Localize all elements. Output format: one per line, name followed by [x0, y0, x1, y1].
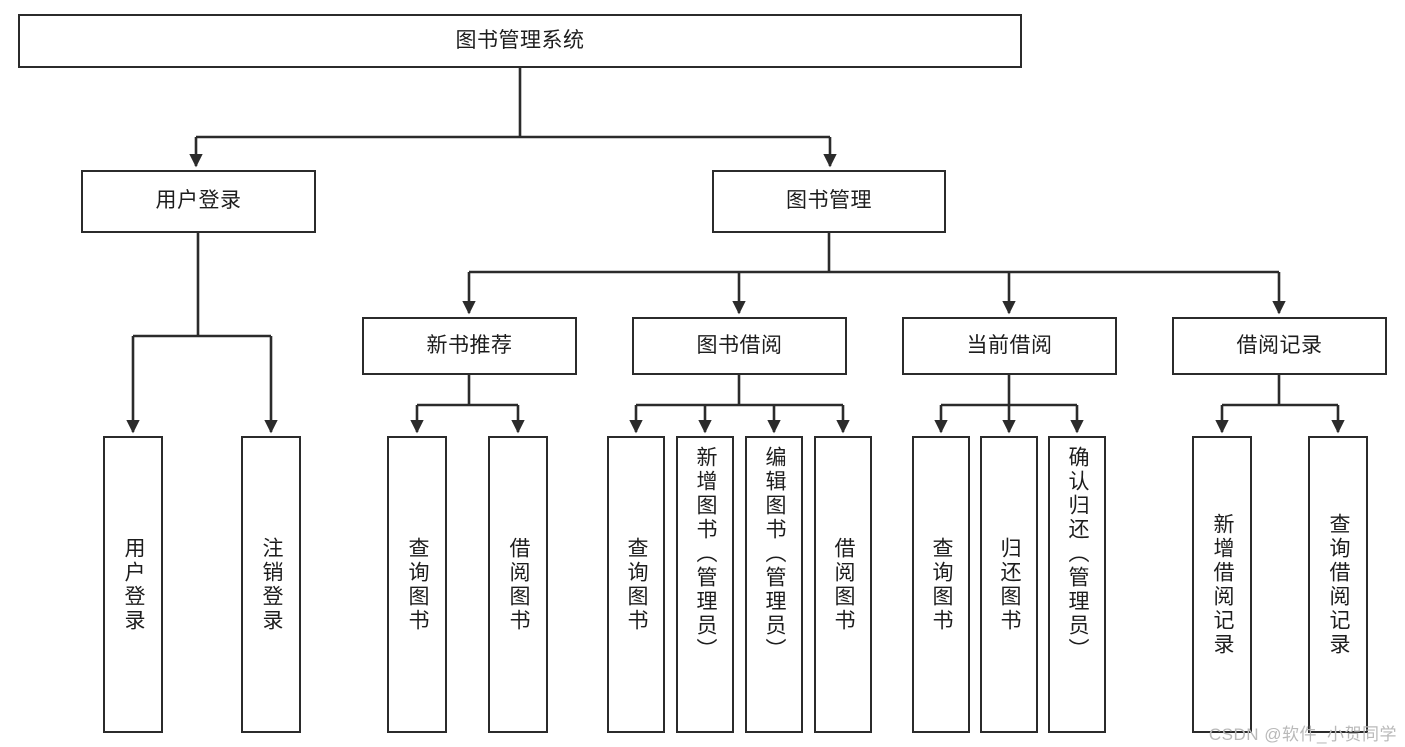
node-leaf-add-borrow-record-label: 新增借阅记录: [1211, 512, 1235, 657]
node-leaf-logout-login-label: 注销登录: [260, 536, 284, 633]
node-leaf-add-book-admin-label: 新增图书（管理员）: [694, 446, 718, 662]
node-user-login[interactable]: 用户登录: [81, 170, 316, 233]
node-leaf-query-book-1[interactable]: 查询图书: [387, 436, 447, 733]
node-leaf-query-book-1-label: 查询图书: [406, 536, 430, 633]
node-leaf-borrow-book-2-label: 借阅图书: [832, 536, 856, 633]
node-leaf-query-book-2[interactable]: 查询图书: [607, 436, 665, 733]
watermark-text: CSDN @软件_小贺同学: [1208, 725, 1397, 744]
node-leaf-user-login[interactable]: 用户登录: [103, 436, 163, 733]
node-leaf-edit-book-admin-label: 编辑图书（管理员）: [763, 446, 787, 662]
node-leaf-borrow-book-1-label: 借阅图书: [507, 536, 531, 633]
node-leaf-return-book[interactable]: 归还图书: [980, 436, 1038, 733]
node-book-manage-label: 图书管理: [786, 189, 872, 213]
node-book-manage[interactable]: 图书管理: [712, 170, 946, 233]
node-book-borrow[interactable]: 图书借阅: [632, 317, 847, 375]
node-book-borrow-label: 图书借阅: [696, 333, 783, 357]
node-leaf-confirm-return-admin[interactable]: 确认归还（管理员）: [1048, 436, 1106, 733]
node-leaf-borrow-book-2[interactable]: 借阅图书: [814, 436, 872, 733]
node-leaf-add-book-admin[interactable]: 新增图书（管理员）: [676, 436, 734, 733]
node-leaf-borrow-book-1[interactable]: 借阅图书: [488, 436, 548, 733]
node-leaf-edit-book-admin[interactable]: 编辑图书（管理员）: [745, 436, 803, 733]
node-root-label: 图书管理系统: [455, 28, 585, 52]
node-new-book-recommend-label: 新书推荐: [426, 333, 513, 357]
node-leaf-confirm-return-admin-label: 确认归还（管理员）: [1066, 446, 1090, 662]
node-leaf-query-book-2-label: 查询图书: [625, 536, 649, 633]
node-leaf-query-borrow-record[interactable]: 查询借阅记录: [1308, 436, 1368, 733]
node-leaf-return-book-label: 归还图书: [998, 536, 1022, 633]
node-current-borrow-label: 当前借阅: [966, 333, 1053, 357]
node-leaf-add-borrow-record[interactable]: 新增借阅记录: [1192, 436, 1252, 733]
node-leaf-user-login-label: 用户登录: [122, 536, 146, 633]
node-leaf-logout-login[interactable]: 注销登录: [241, 436, 301, 733]
node-leaf-query-book-3-label: 查询图书: [930, 536, 954, 633]
node-root[interactable]: 图书管理系统: [18, 14, 1022, 68]
node-current-borrow[interactable]: 当前借阅: [902, 317, 1117, 375]
node-leaf-query-borrow-record-label: 查询借阅记录: [1327, 512, 1351, 657]
node-borrow-record[interactable]: 借阅记录: [1172, 317, 1387, 375]
node-new-book-recommend[interactable]: 新书推荐: [362, 317, 577, 375]
node-borrow-record-label: 借阅记录: [1236, 333, 1323, 357]
node-leaf-query-book-3[interactable]: 查询图书: [912, 436, 970, 733]
node-user-login-label: 用户登录: [155, 189, 242, 213]
